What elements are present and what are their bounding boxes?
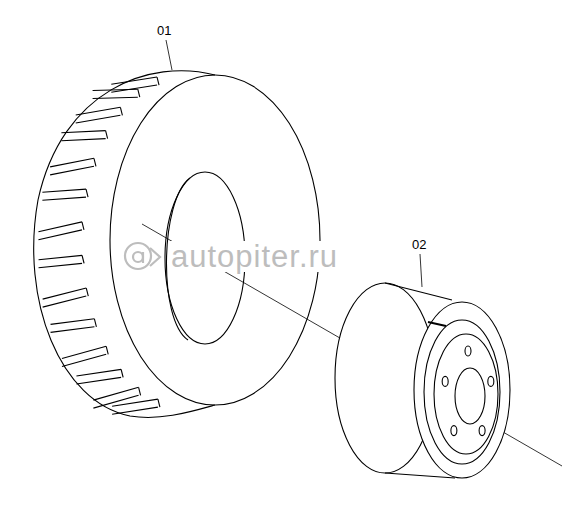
leader-line (420, 254, 422, 287)
rim-disc (434, 334, 498, 454)
rim-front-flange (414, 302, 510, 478)
tread-lugs (38, 77, 159, 414)
bolt-holes (442, 346, 494, 436)
watermark-logo (125, 243, 160, 269)
tire-sidewall (110, 75, 320, 405)
rim-inner-edge (424, 320, 500, 464)
callout-number: 02 (411, 238, 427, 251)
watermark: autopiter.ru (170, 241, 339, 272)
leader-line (166, 40, 172, 70)
valve-slot (428, 322, 446, 326)
rim-center-hole (455, 368, 485, 424)
callout-number: 01 (156, 24, 172, 37)
rim (335, 283, 510, 478)
